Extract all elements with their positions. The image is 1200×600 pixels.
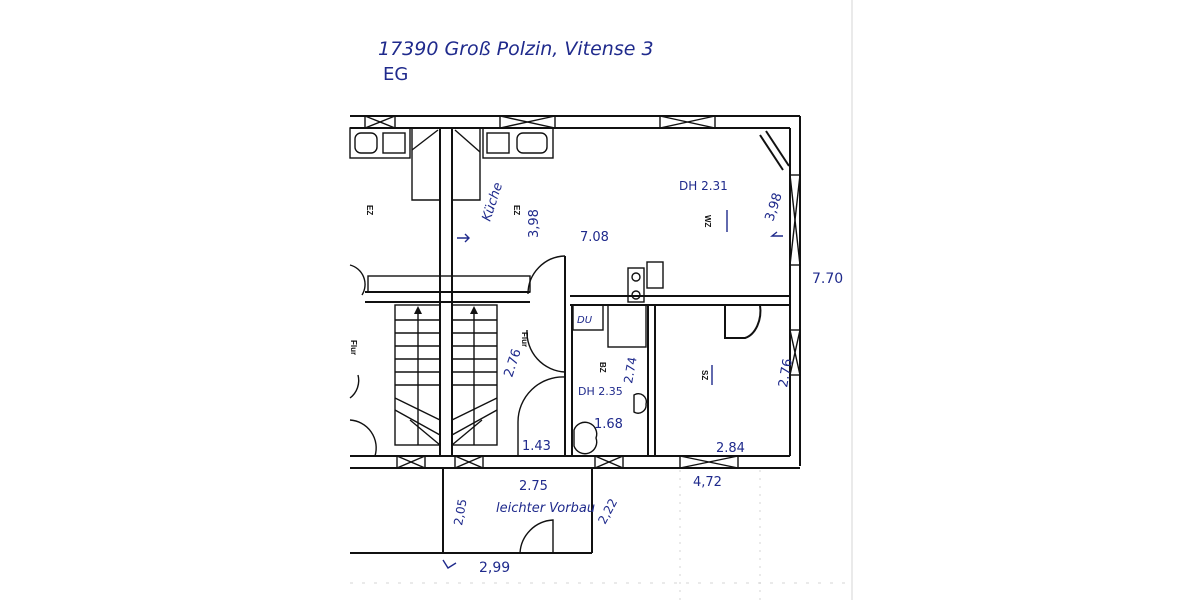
room-ez-kitchen: EZ [512,205,521,215]
room-ez-left: EZ [365,205,374,215]
dim-vorbau-right: 2,22 [595,496,620,526]
dim-hall-width: 1.43 [522,439,551,454]
dim-vorbau-left: 2,05 [451,498,469,527]
shower-tray [572,304,604,331]
dim-bedroom-width: 2.84 [716,441,745,456]
dim-bath-length: 2.74 [621,356,639,385]
address-label: 17390 Groß Polzin, Vitense 3 [378,38,654,60]
windows [364,115,801,469]
staircase-right [451,304,498,446]
living-ceiling-height: DH 2.31 [679,179,728,193]
doors [349,255,762,457]
floor-label: EG [383,64,408,85]
room-sz: SZ [700,370,709,380]
room-wz: WZ [703,215,712,228]
room-du: DU [577,315,593,326]
dim-bedroom-depth: 2.76 [776,358,796,389]
toilet [573,421,598,455]
vorbau [350,468,593,554]
dim-vorbau-bottom: 2,99 [479,560,510,576]
room-flur-left: Flur [349,340,358,355]
room-bz: BZ [598,362,607,373]
sink [633,393,648,414]
dim-total-depth: 7.70 [812,271,843,287]
room-flur-center: Flur [520,332,529,347]
dim-south-span: 4,72 [693,475,722,490]
dim-stair-length: 2.76 [502,347,525,379]
room-kueche: Küche [480,181,507,223]
fixtures [572,261,664,455]
interior-walls [365,128,790,456]
room-vorbau: leichter Vorbau [496,501,595,516]
dim-kitchen-depth: 3,98 [527,209,542,238]
scan-artifacts [350,0,853,600]
dim-living-depth: 3,98 [763,191,786,223]
dim-vorbau-top: 2.75 [519,479,548,494]
staircase-left [394,304,441,446]
ink-marks [442,210,783,569]
dim-living-width: 7.08 [580,230,609,245]
bath-ceiling-height: DH 2.35 [578,385,623,398]
dim-bath-width: 1.68 [594,417,623,432]
